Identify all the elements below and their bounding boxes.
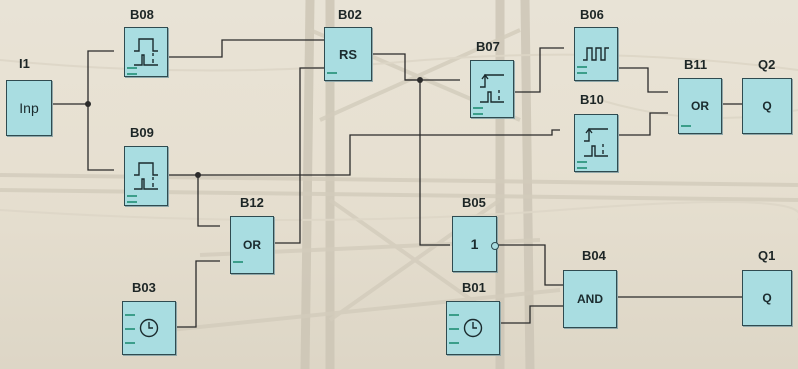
block-label-q2: Q2 [758, 57, 776, 72]
pulse-relay-block-b09[interactable] [124, 146, 168, 206]
block-label-i1: I1 [19, 56, 30, 71]
edge-pulse-icon [584, 127, 608, 157]
output-block-q2[interactable]: Q [742, 78, 792, 134]
output-block-q1[interactable]: Q [742, 270, 792, 326]
block-label-q1: Q1 [758, 248, 776, 263]
block-label-b06: B06 [580, 7, 604, 22]
edge-pulse-block-b07[interactable] [470, 60, 514, 118]
block-label-b02: B02 [338, 7, 362, 22]
edge-pulse-block-b10[interactable] [574, 114, 618, 172]
block-label-b01: B01 [462, 280, 486, 295]
and-block-b04[interactable]: AND [563, 270, 617, 328]
block-label-b04: B04 [582, 248, 606, 263]
edge-pulse-icon [480, 73, 504, 103]
block-text-b04: AND [577, 292, 603, 306]
negation-marker [491, 242, 499, 250]
block-label-b07: B07 [476, 39, 500, 54]
block-text-q1: Q [762, 291, 772, 305]
or-block-b12[interactable]: OR [230, 216, 274, 274]
pulse-generator-icon [583, 47, 609, 61]
pulse-relay-block-b08[interactable] [124, 27, 168, 77]
block-label-b03: B03 [132, 280, 156, 295]
pulse-generator-block-b06[interactable] [574, 27, 618, 81]
timer-block-b03[interactable] [122, 301, 176, 355]
clock-icon [463, 318, 483, 338]
rs-block-b02[interactable]: RS [324, 27, 372, 81]
block-text-q2: Q [762, 99, 772, 113]
block-text-b11: OR [691, 99, 709, 113]
pulse-relay-icon [134, 38, 158, 66]
block-label-b05: B05 [462, 195, 486, 210]
clock-icon [139, 318, 159, 338]
block-text-b05: 1 [470, 236, 479, 252]
block-label-b09: B09 [130, 125, 154, 140]
input-block-i1[interactable]: Inp [6, 80, 52, 136]
block-label-b12: B12 [240, 195, 264, 210]
or-block-b11[interactable]: OR [678, 78, 722, 134]
block-label-b08: B08 [130, 7, 154, 22]
block-text-b12: OR [243, 238, 261, 252]
block-label-b10: B10 [580, 92, 604, 107]
block-label-b11: B11 [684, 57, 708, 72]
not-block-b05[interactable]: 1 [452, 216, 499, 272]
timer-block-b01[interactable] [446, 301, 500, 355]
pulse-relay-icon [134, 162, 158, 190]
block-text-i1: Inp [19, 100, 39, 116]
block-text-b02: RS [338, 46, 358, 62]
